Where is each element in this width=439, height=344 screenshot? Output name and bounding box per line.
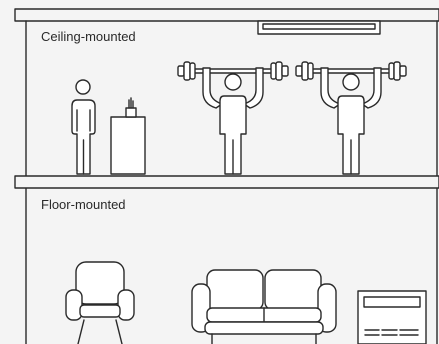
weightlifter-icon-2: [296, 62, 406, 174]
sofa-icon: [192, 270, 336, 344]
weightlifter-icon-1: [178, 62, 288, 174]
ceiling-ac-unit-icon: [258, 21, 380, 34]
ceiling-slab: [15, 9, 439, 21]
pedestal-icon: [111, 98, 145, 174]
floor-ac-unit-icon: [358, 291, 426, 344]
floor-mounted-label: Floor-mounted: [41, 197, 126, 212]
armchair-icon: [66, 262, 134, 344]
standing-person-icon: [72, 80, 95, 174]
ceiling-mounted-label: Ceiling-mounted: [41, 29, 136, 44]
floor-slab: [15, 176, 439, 188]
